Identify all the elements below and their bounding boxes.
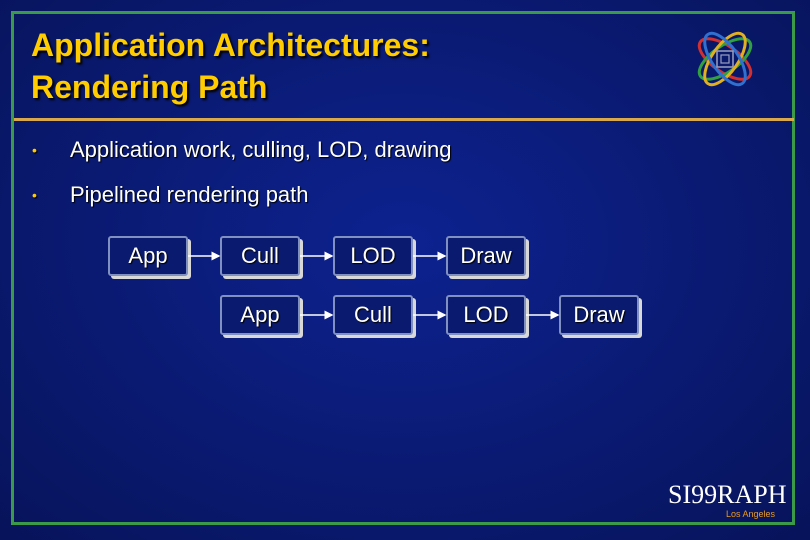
bullet-dot-icon: •: [32, 187, 37, 203]
bullet-dot-icon: •: [32, 142, 37, 158]
slide-title: Application Architectures: Rendering Pat…: [31, 24, 430, 108]
pipeline-stage-app: App: [108, 236, 188, 276]
conference-wordmark: SI99RAPH: [668, 480, 787, 509]
title-line-1: Application Architectures:: [31, 27, 430, 63]
slide-frame: [11, 11, 795, 525]
pipeline-stage-lod: LOD: [446, 295, 526, 335]
pipeline-stage-cull: Cull: [333, 295, 413, 335]
title-line-2: Rendering Path: [31, 69, 268, 105]
title-divider: [14, 118, 794, 121]
pipeline-stage-lod: LOD: [333, 236, 413, 276]
pipeline-stage-app: App: [220, 295, 300, 335]
bullet-text: Application work, culling, LOD, drawing: [70, 137, 452, 162]
conference-location: Los Angeles: [726, 509, 776, 519]
pipeline-stage-cull: Cull: [220, 236, 300, 276]
pipeline-stage-draw: Draw: [559, 295, 639, 335]
bullet-item: • Pipelined rendering path: [32, 182, 309, 208]
pipeline-stage-draw: Draw: [446, 236, 526, 276]
bullet-item: • Application work, culling, LOD, drawin…: [32, 137, 452, 163]
bullet-text: Pipelined rendering path: [70, 182, 309, 207]
siggraph-logo-icon: [697, 31, 753, 87]
